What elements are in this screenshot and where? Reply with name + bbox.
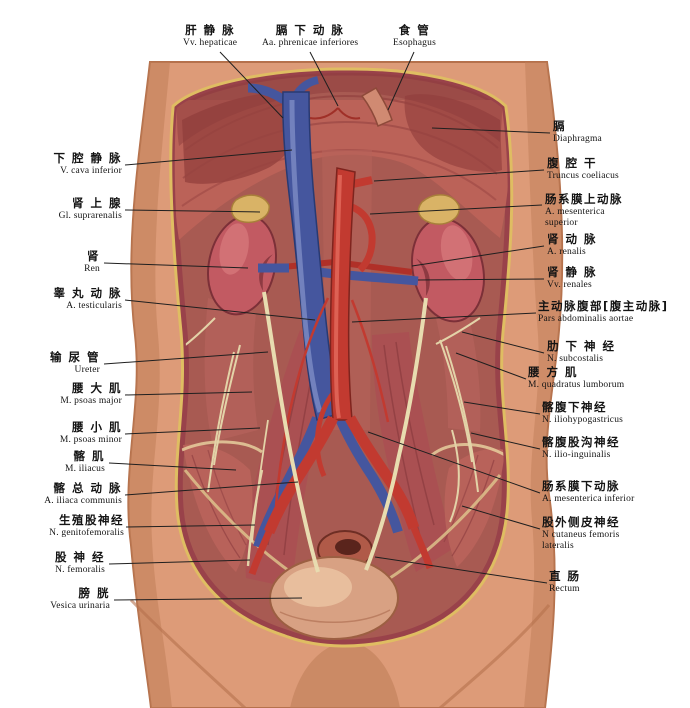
ilioinguinal-nerve (445, 345, 479, 493)
leader-v-cava-inferior (124, 149, 293, 166)
label-vv-renales: 肾 静 脉 Vv. renales (547, 265, 598, 290)
label-n-subcostalis: 肋 下 神 经 N. subcostalis (547, 339, 616, 364)
leader-gl-suprarenalis (124, 209, 261, 213)
hepatic-veins (247, 83, 287, 104)
inferior-phrenic-arteries (309, 107, 361, 120)
leader-n-iliohypogastricus (463, 401, 541, 415)
label-ureter: 输 尿 管 Ureter (49, 350, 100, 375)
iliac-crest-left (181, 440, 263, 454)
label-v-cava-inferior: 下 腔 静 脉 V. cava inferior (53, 151, 122, 176)
leader-vv-hepaticae (219, 51, 284, 119)
leader-a-mesenterica-superior (369, 204, 543, 215)
leader-vv-renales (417, 278, 545, 281)
label-pars-abdominalis-aortae: 主动脉腹部[腹主动脉] Pars abdominalis aortae (538, 299, 669, 324)
esophagus (360, 86, 393, 128)
leader-a-mesenterica-inferior (367, 431, 541, 494)
leader-lines (103, 51, 551, 601)
label-n-cutaneus-femoris-lateralis: 股外侧皮神经 N cutaneus femoris lateralis (542, 515, 620, 551)
leader-esophagus (387, 51, 415, 111)
suprarenal-left (230, 194, 270, 224)
kidney-left (207, 214, 277, 316)
label-a-renalis: 肾 动 脉 A. renalis (547, 232, 598, 257)
quadratus-lumborum-right (434, 303, 481, 432)
femoral-nerve (246, 469, 264, 567)
superior-mesenteric-artery (344, 201, 376, 273)
testicular-artery-right (350, 299, 390, 423)
leader-a-testicularis (124, 299, 316, 321)
label-ren: 肾 Ren (84, 249, 100, 274)
leader-truncus-coeliacus (373, 169, 545, 182)
ureter-left (262, 291, 320, 573)
label-aa-phrenicae-inferiores: 膈 下 动 脉 Aa. phrenicae inferiores (262, 23, 359, 48)
iliac-crest-right (431, 443, 506, 457)
quadratus-lumborum-left (204, 298, 258, 442)
groin-crease-right (439, 604, 551, 708)
label-a-mesenterica-superior: 肠系膜上动脉 A. mesenterica superior (545, 192, 623, 228)
leader-n-cutaneus-femoris (461, 505, 541, 530)
label-m-quadratus-lumborum: 腰 方 肌 M. quadratus lumborum (528, 365, 625, 390)
inguinal-ligament-right (381, 474, 502, 585)
common-iliac-artery-right (345, 415, 420, 530)
leader-n-femoralis (108, 559, 251, 565)
leader-m-psoas-major (124, 391, 253, 396)
leader-a-renalis (411, 245, 545, 267)
label-truncus-coeliacus: 腹 腔 干 Truncus coeliacus (547, 156, 619, 181)
label-n-ilio-inguinalis: 髂腹股沟神经 N. ilio-inguinalis (542, 435, 620, 460)
renal-vein-right (317, 267, 419, 286)
label-n-iliohypogastricus: 髂腹下神经 N. iliohypogastricus (542, 400, 624, 425)
abdominal-aorta (248, 167, 434, 576)
common-iliac-vein-right (333, 412, 403, 534)
label-vv-hepaticae: 肝 静 脉 Vv. hepaticae (183, 23, 238, 48)
leader-n-subcostalis (461, 331, 545, 354)
label-m-psoas-major: 腰 大 肌 M. psoas major (60, 381, 122, 406)
kidney-right (411, 217, 485, 323)
label-n-femoralis: 股 神 经 N. femoralis (54, 550, 105, 575)
groin-crease-left (129, 598, 247, 708)
label-a-testicularis: 睾 丸 动 脉 A. testicularis (53, 286, 122, 311)
label-esophagus: 食 管 Esophagus (393, 23, 436, 48)
subcostal-nerve (435, 317, 481, 345)
label-m-psoas-minor: 腰 小 肌 M. psoas minor (59, 420, 122, 445)
label-gl-suprarenalis: 肾 上 腺 Gl. suprarenalis (58, 196, 122, 221)
leader-m-iliacus (108, 462, 237, 471)
inferior-mesenteric-artery (314, 390, 336, 477)
bladder (269, 556, 399, 640)
leader-m-quadratus-lumborum (455, 352, 527, 380)
leader-pars-abdominalis-aortae (351, 312, 537, 323)
ureter-right (364, 297, 428, 571)
suprarenal-right (417, 194, 460, 225)
leader-vesica-urinaria (113, 597, 303, 601)
lateral-femoral-cutaneous-nerve (449, 429, 460, 523)
leader-ren (103, 262, 249, 269)
label-n-genitofemoralis: 生殖股神经 N. genitofemoralis (49, 513, 124, 538)
label-m-iliacus: 髂 肌 M. iliacus (65, 449, 105, 474)
leader-aa-phrenicae (309, 51, 339, 107)
leader-ureter (103, 351, 269, 365)
label-diaphragma: 膈 Diaphragma (553, 119, 602, 144)
leader-rectum (374, 556, 548, 584)
leader-diaphragma (431, 127, 551, 134)
cavity-contents (174, 72, 508, 640)
leader-m-psoas-minor (124, 427, 261, 435)
nerves (183, 317, 481, 567)
label-vesica-urinaria: 膀 胱 Vesica urinaria (50, 586, 110, 611)
leader-a-iliaca-communis (124, 481, 299, 496)
iliohypogastric-nerve (439, 339, 473, 463)
leader-n-ilio-inguinalis (470, 432, 541, 450)
label-a-mesenterica-inferior: 肠系膜下动脉 A. mesenterica inferior (542, 479, 635, 504)
leader-n-genitofemoralis (125, 524, 256, 528)
diaphragm (174, 72, 508, 240)
pubic-shading (290, 642, 400, 708)
label-rectum: 直 肠 Rectum (549, 569, 581, 594)
testicular-artery-left (274, 297, 330, 507)
label-a-iliaca-communis: 髂 总 动 脉 A. iliaca communis (44, 481, 122, 506)
